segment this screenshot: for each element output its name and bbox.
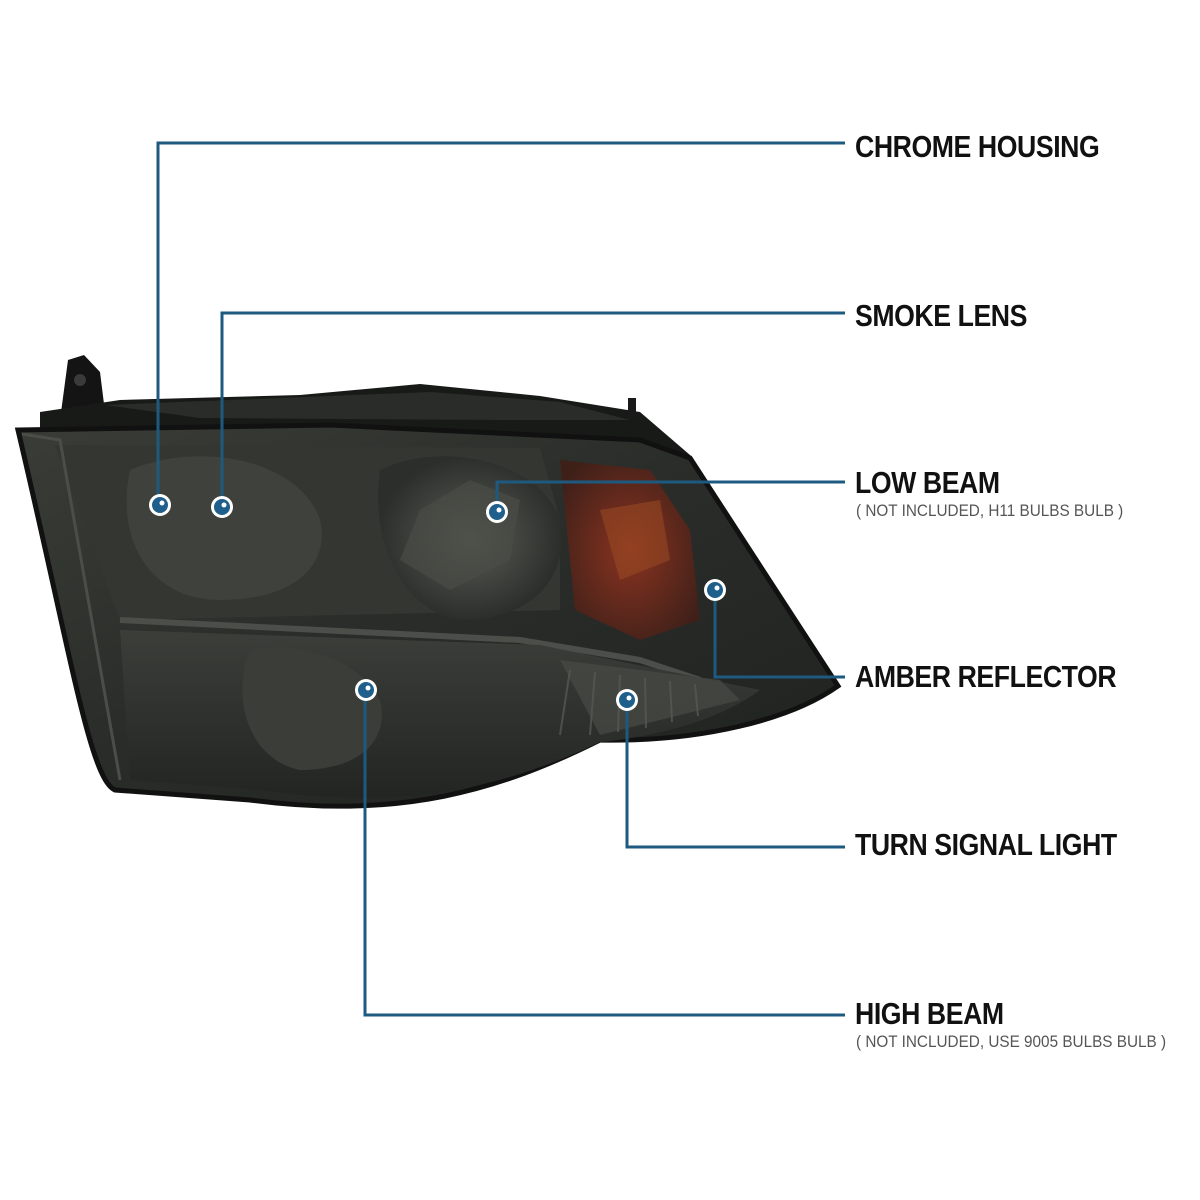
callout-line-turn-signal-light [625,700,845,849]
callout-line-chrome-housing [156,141,845,505]
mounting-bracket [60,355,106,420]
note-high-beam: ( NOT INCLUDED, USE 9005 BULBS BULB ) [856,1032,1167,1051]
callout-line-low-beam [495,480,845,510]
callout-dot-highlight-amber-reflector [714,585,720,591]
label-high-beam: HIGH BEAM [855,996,1004,1031]
callout-dot-chrome-housing [152,497,168,513]
callout-dot-low-beam [489,504,505,520]
label-chrome-housing: CHROME HOUSING [855,129,1100,164]
callout-lines [149,141,845,1017]
label-smoke-lens: SMOKE LENS [855,298,1027,333]
label-low-beam: LOW BEAM [855,465,1000,500]
callout-dot-highlight-chrome-housing [159,500,165,506]
callout-dot-highlight-smoke-lens [221,502,227,508]
callout-dot-amber-reflector [707,582,723,598]
callout-dot-highlight-low-beam [496,507,502,513]
headlight-illustration [14,355,842,809]
callout-dot-turn-signal-light [619,692,635,708]
callout-dot-highlight-high-beam [365,685,371,691]
callout-dot-highlight-turn-signal-light [626,695,632,701]
callout-dot-smoke-lens [214,499,230,515]
callout-line-high-beam [363,690,845,1017]
note-low-beam: ( NOT INCLUDED, H11 BULBS BULB ) [856,501,1124,520]
callout-line-smoke-lens [220,311,845,507]
callout-line-amber-reflector [713,590,845,679]
callout-dot-high-beam [358,682,374,698]
label-amber-reflector: AMBER REFLECTOR [855,659,1117,694]
label-turn-signal-light: TURN SIGNAL LIGHT [855,827,1117,862]
